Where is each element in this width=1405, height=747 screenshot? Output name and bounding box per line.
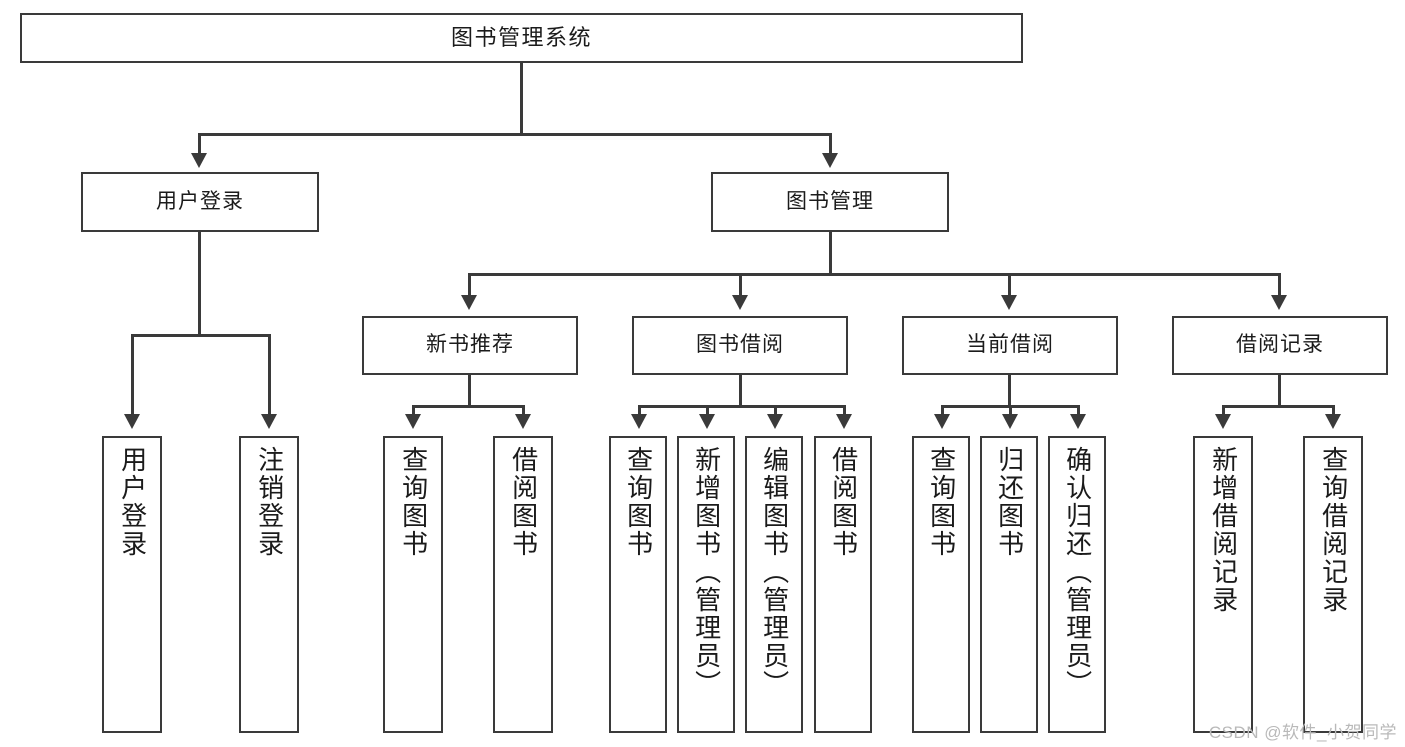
arrow-book-mgmt-to-l3-2: [1001, 295, 1017, 310]
node-label: 新书推荐: [426, 333, 514, 357]
node-label: 查询借阅记录: [1318, 446, 1349, 614]
leaf-new-book-borrow[interactable]: 借阅图书: [493, 436, 553, 733]
connector-user-login-stem: [198, 232, 201, 336]
leaf-user-login-logout[interactable]: 注销登录: [239, 436, 299, 733]
leaf-book-borrow-add-admin[interactable]: 新增图书（管理员）: [677, 436, 735, 733]
arrow-book-mgmt-to-l3-1: [732, 295, 748, 310]
node-label: 用户登录: [156, 189, 244, 213]
connector-book-borrow-to-leaf-0: [638, 405, 641, 416]
arrow-current-borrow-to-leaf-0: [934, 414, 950, 429]
node-current-borrow[interactable]: 当前借阅: [902, 316, 1118, 375]
leaf-new-book-query[interactable]: 查询图书: [383, 436, 443, 733]
node-label: 归还图书: [994, 446, 1025, 558]
arrow-new-book-to-leaf-0: [405, 414, 421, 429]
connector-book-borrow-stem: [739, 375, 742, 407]
connector-borrow-record-stem: [1278, 375, 1281, 407]
node-label: 注销登录: [254, 446, 285, 558]
node-label: 查询图书: [398, 446, 429, 558]
connector-book-mgmt-to-l3-0: [468, 273, 471, 297]
connector-book-mgmt-to-l3-3: [1278, 273, 1281, 297]
connector-new-book-bus: [412, 405, 525, 408]
connector-book-mgmt-bus: [468, 273, 1280, 276]
node-book-management[interactable]: 图书管理: [711, 172, 949, 232]
arrow-new-book-to-leaf-1: [515, 414, 531, 429]
connector-book-borrow-to-leaf-2: [774, 405, 777, 416]
node-label: 借阅图书: [828, 446, 859, 558]
connector-root-stem: [520, 63, 523, 135]
connector-book-mgmt-stem: [829, 232, 832, 275]
connector-current-borrow-to-leaf-0: [941, 405, 944, 416]
connector-root-to-book-mgmt: [829, 133, 832, 155]
arrow-borrow-record-to-leaf-0: [1215, 414, 1231, 429]
leaf-current-borrow-query[interactable]: 查询图书: [912, 436, 970, 733]
arrow-book-borrow-to-leaf-1: [699, 414, 715, 429]
connector-root-bus: [198, 133, 832, 136]
connector-user-login-to-leaf-0: [131, 334, 134, 416]
connector-user-login-bus: [131, 334, 270, 337]
connector-book-mgmt-to-l3-2: [1008, 273, 1011, 297]
leaf-book-borrow-edit-admin[interactable]: 编辑图书（管理员）: [745, 436, 803, 733]
connector-borrow-record-bus: [1222, 405, 1335, 408]
node-label: 图书管理: [786, 189, 874, 213]
connector-current-borrow-to-leaf-2: [1077, 405, 1080, 416]
connector-borrow-record-to-leaf-1: [1332, 405, 1335, 416]
node-label: 用户登录: [117, 446, 148, 558]
arrow-book-borrow-to-leaf-0: [631, 414, 647, 429]
arrow-root-to-book-mgmt: [822, 153, 838, 168]
arrow-book-mgmt-to-l3-3: [1271, 295, 1287, 310]
connector-book-borrow-to-leaf-3: [843, 405, 846, 416]
arrow-book-mgmt-to-l3-0: [461, 295, 477, 310]
leaf-current-borrow-return[interactable]: 归还图书: [980, 436, 1038, 733]
leaf-borrow-record-query[interactable]: 查询借阅记录: [1303, 436, 1363, 733]
connector-current-borrow-stem: [1008, 375, 1011, 407]
node-label: 确认归还（管理员）: [1062, 446, 1093, 698]
arrow-book-borrow-to-leaf-3: [836, 414, 852, 429]
node-label: 图书借阅: [696, 333, 784, 357]
connector-user-login-to-leaf-1: [268, 334, 271, 416]
leaf-borrow-record-add[interactable]: 新增借阅记录: [1193, 436, 1253, 733]
node-root-system[interactable]: 图书管理系统: [20, 13, 1023, 63]
arrow-user-login-to-leaf-0: [124, 414, 140, 429]
leaf-book-borrow-query[interactable]: 查询图书: [609, 436, 667, 733]
csdn-watermark: CSDN @软件_小贺同学: [1208, 723, 1397, 742]
arrow-borrow-record-to-leaf-1: [1325, 414, 1341, 429]
node-label: 新增图书（管理员）: [691, 446, 722, 698]
connector-borrow-record-to-leaf-0: [1222, 405, 1225, 416]
leaf-book-borrow-borrow[interactable]: 借阅图书: [814, 436, 872, 733]
connector-book-borrow-to-leaf-1: [706, 405, 709, 416]
arrow-root-to-user-login: [191, 153, 207, 168]
node-book-borrow[interactable]: 图书借阅: [632, 316, 848, 375]
connector-new-book-to-leaf-1: [522, 405, 525, 416]
node-label: 图书管理系统: [450, 25, 592, 51]
node-label: 当前借阅: [966, 333, 1054, 357]
node-label: 查询图书: [623, 446, 654, 558]
arrow-book-borrow-to-leaf-2: [767, 414, 783, 429]
node-borrow-record[interactable]: 借阅记录: [1172, 316, 1388, 375]
connector-book-mgmt-to-l3-1: [739, 273, 742, 297]
node-label: 查询图书: [926, 446, 957, 558]
node-label: 编辑图书（管理员）: [759, 446, 790, 698]
connector-new-book-to-leaf-0: [412, 405, 415, 416]
node-label: 新增借阅记录: [1208, 446, 1239, 614]
node-new-book-recommend[interactable]: 新书推荐: [362, 316, 578, 375]
leaf-user-login-login[interactable]: 用户登录: [102, 436, 162, 733]
leaf-current-borrow-confirm-admin[interactable]: 确认归还（管理员）: [1048, 436, 1106, 733]
arrow-current-borrow-to-leaf-1: [1002, 414, 1018, 429]
node-label: 借阅图书: [508, 446, 539, 558]
arrow-current-borrow-to-leaf-2: [1070, 414, 1086, 429]
connector-new-book-stem: [468, 375, 471, 407]
connector-book-borrow-bus: [638, 405, 846, 408]
connector-current-borrow-to-leaf-1: [1009, 405, 1012, 416]
arrow-user-login-to-leaf-1: [261, 414, 277, 429]
node-label: 借阅记录: [1236, 333, 1324, 357]
node-user-login[interactable]: 用户登录: [81, 172, 319, 232]
connector-root-to-user-login: [198, 133, 201, 155]
